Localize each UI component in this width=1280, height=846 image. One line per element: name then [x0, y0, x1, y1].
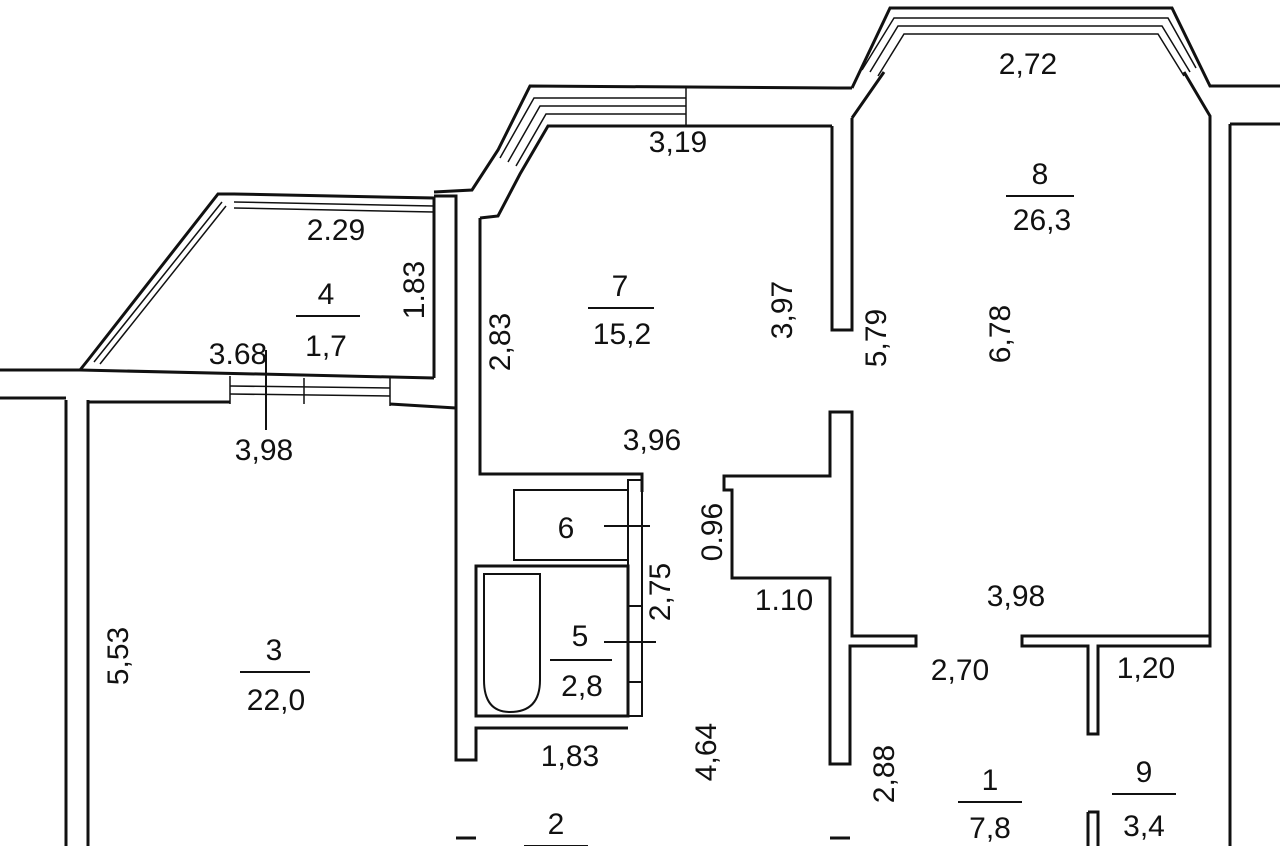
dimension-label: 3,96: [623, 424, 681, 457]
dimension-label: 5,53: [102, 627, 135, 685]
wall-room1-room9: [1086, 810, 1100, 846]
wall-corridor-1: [722, 410, 918, 766]
dimension-labels: 2,72 3,19 2.29 1.83 3.68 3,98 2,83 3,97 …: [102, 48, 1175, 803]
room-number: 6: [558, 512, 575, 545]
wall-room8-bottom: [1020, 634, 1212, 736]
dimension-label: 3,19: [649, 126, 707, 159]
room-area: 26,3: [1013, 204, 1071, 237]
room-label-1: 1 7,8: [958, 764, 1022, 845]
room-labels: 8 26,3 7 15,2 4 1,7 3 22,0 6 5 2,8 2: [240, 158, 1176, 846]
room-area: 1,7: [305, 330, 347, 363]
room-number: 9: [1136, 756, 1153, 789]
room-area: 3,4: [1123, 810, 1165, 843]
wall-room3-right: [454, 408, 628, 762]
dimension-label: 4,64: [690, 723, 723, 781]
dimension-label: 0.96: [696, 503, 729, 561]
room-number: 8: [1032, 158, 1049, 191]
dimension-label: 3,97: [766, 281, 799, 339]
dimension-label: 2,70: [931, 654, 989, 687]
dimension-label: 2,75: [644, 563, 677, 621]
room-label-9: 9 3,4: [1112, 756, 1176, 843]
dimension-label: 2.29: [307, 214, 365, 247]
dimension-label: 2,88: [868, 745, 901, 803]
room-area: 15,2: [593, 318, 651, 351]
dimension-label: 3,98: [987, 580, 1045, 613]
wall-exterior-left: [0, 368, 80, 400]
dimension-label: 1.10: [755, 584, 813, 617]
walls: [0, 6, 1280, 846]
room-label-7: 7 15,2: [588, 270, 654, 351]
room-label-5: 5 2,8: [550, 620, 612, 703]
dimension-label: 2,83: [484, 313, 517, 371]
room-number: 3: [266, 634, 283, 667]
wall-room3-left: [64, 400, 90, 846]
room-number: 5: [572, 620, 589, 653]
room-number: 2: [548, 808, 565, 841]
wall-room3-top: [79, 368, 457, 410]
room-label-6: 6: [558, 512, 575, 545]
room-area: 2,8: [561, 670, 603, 703]
dimension-label: 2,72: [999, 48, 1057, 81]
room-area: 22,0: [247, 684, 305, 717]
room-label-3: 3 22,0: [240, 634, 310, 717]
room-area: 7,8: [969, 812, 1011, 845]
wall-room7-room8: [830, 86, 854, 332]
dimension-label: 1,20: [1117, 652, 1175, 685]
room-label-2: 2: [524, 808, 588, 846]
dimension-label: 3,98: [235, 434, 293, 467]
dimension-label: 5,79: [860, 309, 893, 367]
window-room8: [850, 6, 1280, 846]
room-number: 4: [318, 278, 335, 311]
bathroom-block: [474, 479, 656, 718]
dimension-label: 1.83: [398, 261, 431, 319]
room-label-4: 4 1,7: [296, 278, 360, 363]
dimension-label: 6,78: [984, 305, 1017, 363]
window-room3: [229, 376, 391, 406]
window-room7: [479, 86, 832, 220]
room-label-8: 8 26,3: [1006, 158, 1074, 237]
dimension-label: 3.68: [209, 338, 267, 371]
room-number: 7: [612, 270, 629, 303]
balcony-room4: [78, 192, 436, 378]
room-number: 1: [982, 764, 999, 797]
wall-balcony-room7: [433, 84, 839, 408]
dimension-label: 1,83: [541, 740, 599, 773]
